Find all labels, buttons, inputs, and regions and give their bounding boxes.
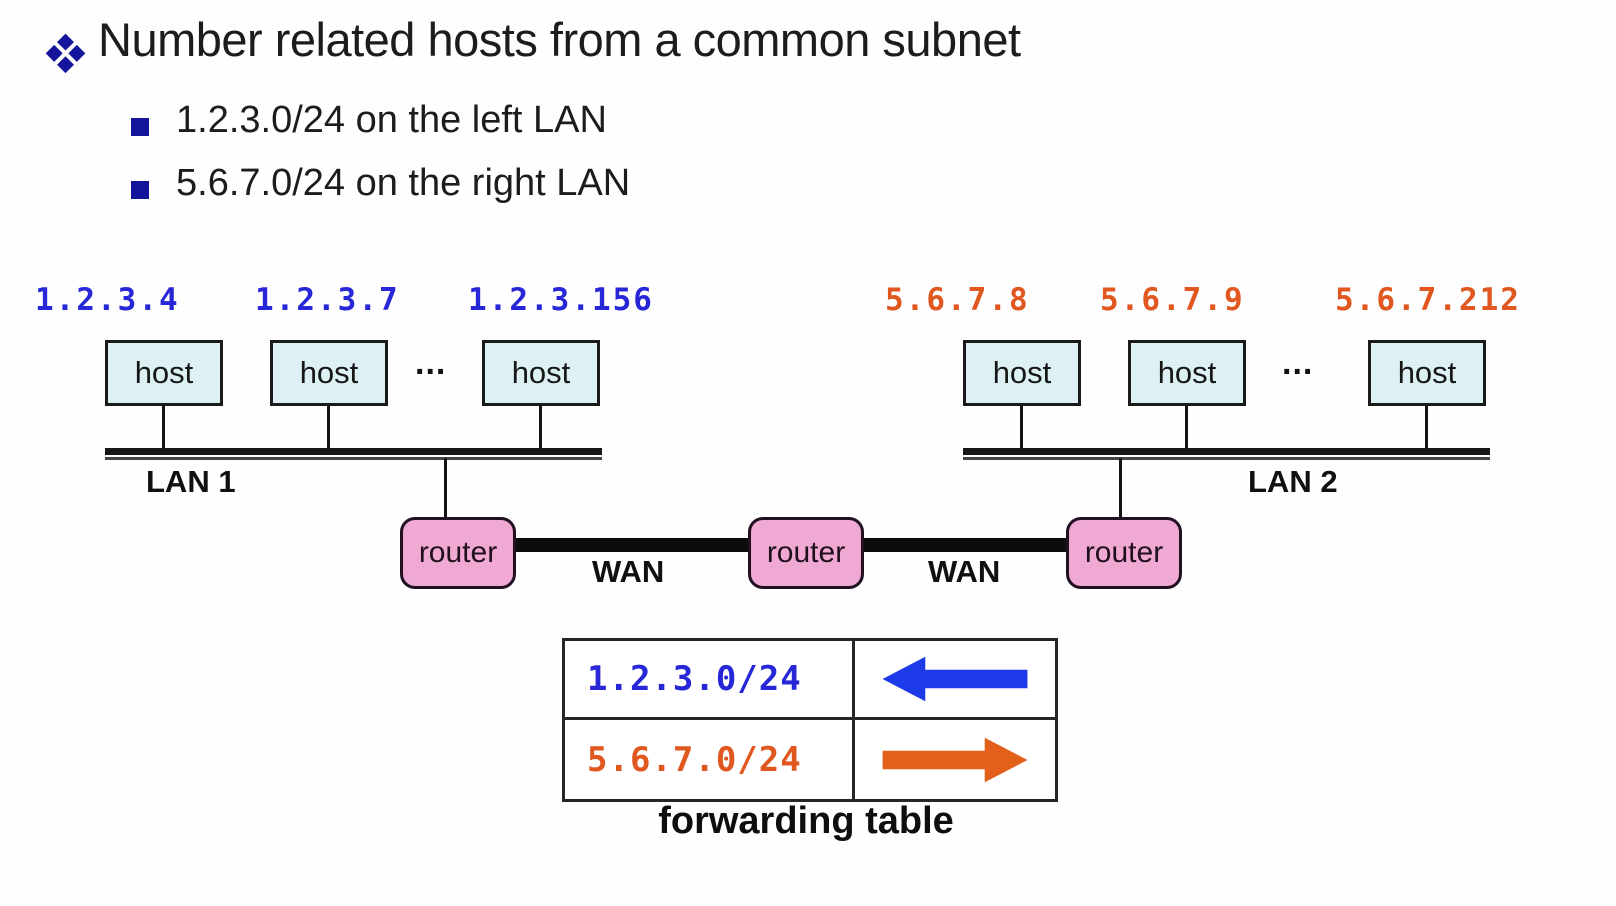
router-node: router xyxy=(1066,517,1182,589)
host-connector-line xyxy=(162,404,165,450)
ip-address: 1.2.3.4 xyxy=(35,282,180,318)
table-cell-direction xyxy=(855,641,1055,720)
host-node: host xyxy=(482,340,600,406)
table-cell-prefix: 1.2.3.0/24 xyxy=(565,641,855,720)
host-node: host xyxy=(270,340,388,406)
host-connector-line xyxy=(1020,404,1023,450)
square-bullet-icon xyxy=(131,181,149,199)
lan1-bus xyxy=(105,448,602,460)
host-connector-line xyxy=(539,404,542,450)
forwarding-table: 1.2.3.0/24 5.6.7.0/24 xyxy=(562,638,1058,802)
table-cell-direction xyxy=(855,720,1055,799)
router-uplink-line xyxy=(1119,458,1122,518)
router-node: router xyxy=(748,517,864,589)
wan-link-line xyxy=(858,538,1074,552)
wan-label: WAN xyxy=(928,554,1001,589)
ip-address: 5.6.7.212 xyxy=(1335,282,1521,318)
forwarding-table-caption: forwarding table xyxy=(658,800,954,842)
router-uplink-line xyxy=(444,458,447,518)
lan2-label: LAN 2 xyxy=(1248,464,1338,499)
bullet-left-lan: 1.2.3.0/24 on the left LAN xyxy=(176,99,607,141)
host-connector-line xyxy=(1185,404,1188,450)
lan2-bus xyxy=(963,448,1490,460)
ellipsis: ... xyxy=(415,344,447,382)
page-title: Number related hosts from a common subne… xyxy=(98,13,1021,66)
host-connector-line xyxy=(1425,404,1428,450)
bullet-right-lan: 5.6.7.0/24 on the right LAN xyxy=(176,162,631,204)
host-node: host xyxy=(105,340,223,406)
host-node: host xyxy=(1128,340,1246,406)
square-bullet-icon xyxy=(131,118,149,136)
left-arrow-icon xyxy=(882,656,1028,702)
ip-address: 5.6.7.9 xyxy=(1100,282,1245,318)
ellipsis: ... xyxy=(1282,344,1314,382)
router-node: router xyxy=(400,517,516,589)
ip-address: 1.2.3.7 xyxy=(255,282,400,318)
host-connector-line xyxy=(327,404,330,450)
host-node: host xyxy=(1368,340,1486,406)
table-cell-prefix: 5.6.7.0/24 xyxy=(565,720,855,799)
ip-address: 5.6.7.8 xyxy=(885,282,1030,318)
diamond-cluster-bullet-icon xyxy=(44,33,88,78)
right-arrow-icon xyxy=(882,737,1028,782)
lan1-label: LAN 1 xyxy=(146,464,236,499)
wan-link-line xyxy=(505,538,757,552)
wan-label: WAN xyxy=(592,554,665,589)
ip-address: 1.2.3.156 xyxy=(468,282,654,318)
host-node: host xyxy=(963,340,1081,406)
